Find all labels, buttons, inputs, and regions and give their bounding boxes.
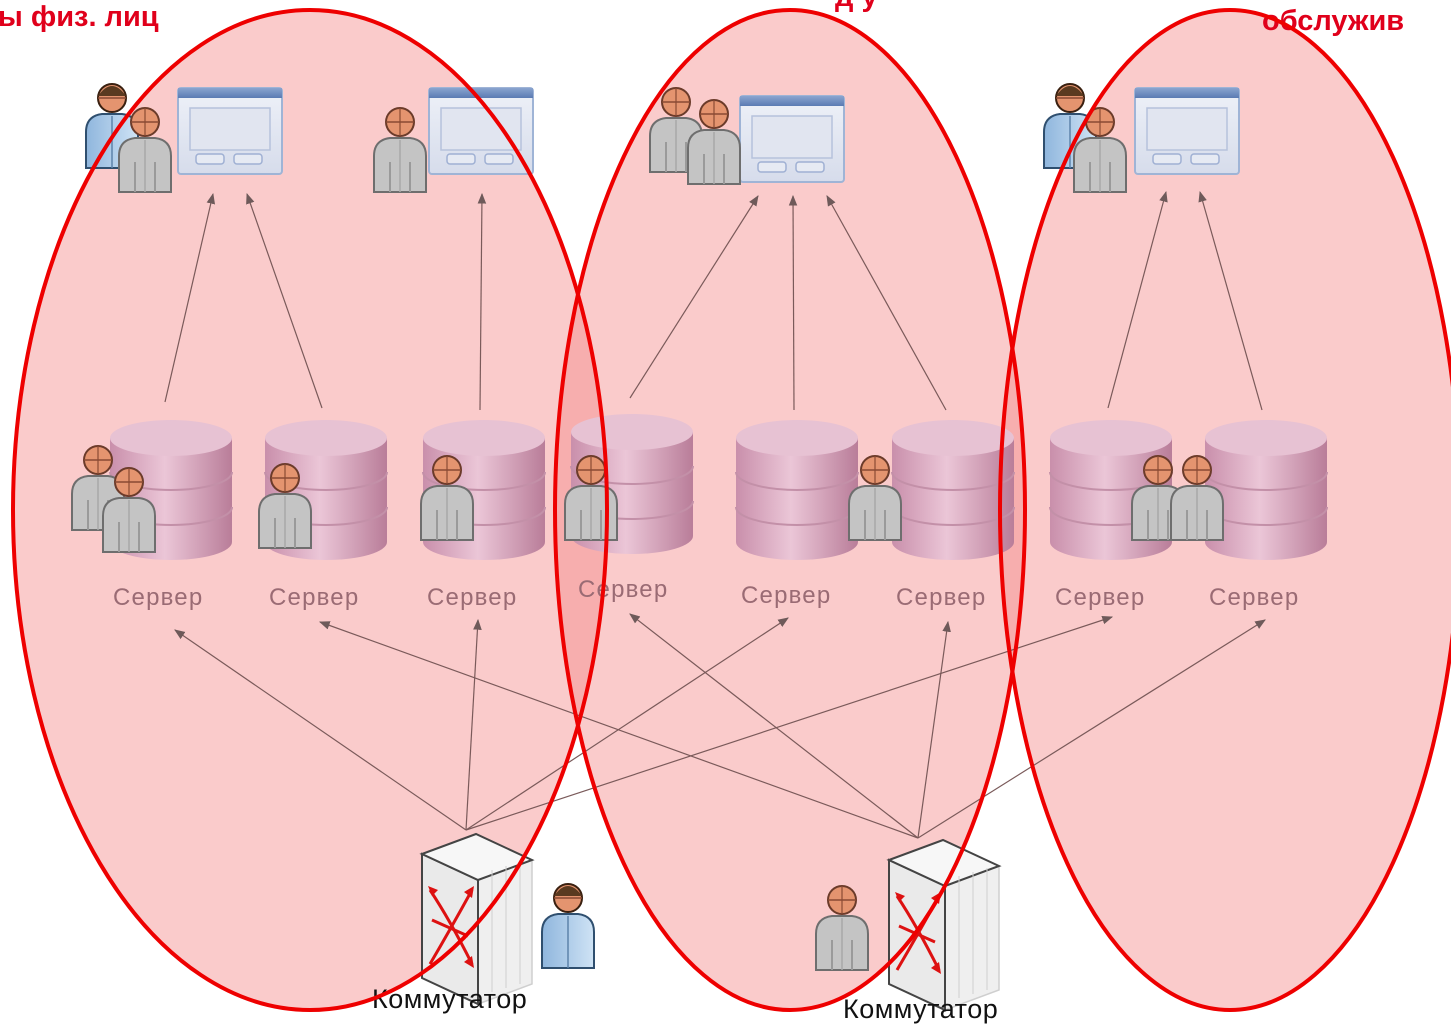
switch-server-links xyxy=(174,613,1266,839)
server-label: Сервер xyxy=(427,584,517,611)
title-middle: д у xyxy=(835,0,878,13)
zones xyxy=(13,10,1451,1010)
title-right: обслужив xyxy=(1262,5,1404,37)
server-5 xyxy=(735,419,859,561)
server-window-links xyxy=(164,190,1263,411)
window-4 xyxy=(1134,87,1240,175)
server-label: Сервер xyxy=(741,582,831,609)
server-label: Сервер xyxy=(896,584,986,611)
zone-right-outline xyxy=(998,8,1451,1012)
zone-left-outline xyxy=(11,8,609,1012)
server-label: Сервер xyxy=(269,584,359,611)
switch-2 xyxy=(887,838,1001,1012)
switch-1 xyxy=(420,832,534,1006)
server-label: Сервер xyxy=(1055,584,1145,611)
server-labels: Сервер Сервер Сервер Сервер Сервер Серве… xyxy=(113,576,1299,611)
server-6 xyxy=(891,419,1015,561)
window-3 xyxy=(739,95,845,183)
server-label: Сервер xyxy=(113,584,203,611)
zone-outlines xyxy=(11,8,1451,1012)
switch-label: Коммутатор xyxy=(843,994,998,1024)
user-icon xyxy=(541,883,595,969)
zone-middle-outline xyxy=(553,8,1027,1012)
window-1 xyxy=(177,87,283,175)
title-left: ы физ. лиц xyxy=(0,1,159,33)
server-label: Сервер xyxy=(578,576,668,603)
server-label: Сервер xyxy=(1209,584,1299,611)
